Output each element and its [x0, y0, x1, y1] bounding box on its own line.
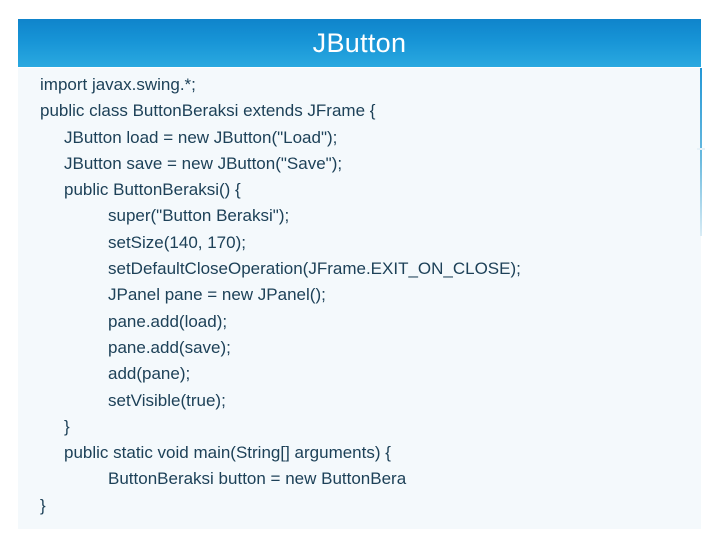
code-line: public class ButtonBeraksi extends JFram… [40, 101, 376, 121]
code-line: JButton save = new JButton("Save"); [64, 153, 343, 173]
code-line: JButton load = new JButton("Load"); [64, 127, 338, 147]
panel-right-edge-rule [700, 68, 702, 236]
panel-right-edge-handle [697, 148, 705, 150]
code-line: JPanel pane = new JPanel(); [108, 285, 326, 305]
code-line: add(pane); [108, 364, 191, 384]
code-line: } [64, 416, 70, 436]
page-title: JButton [312, 28, 407, 58]
code-line: super("Button Beraksi"); [108, 206, 290, 226]
code-line: public static void main(String[] argumen… [64, 443, 391, 463]
code-line: setVisible(true); [108, 390, 226, 410]
code-line: import javax.swing.*; [40, 75, 196, 94]
code-content-panel: import javax.swing.*; public class Button… [18, 68, 701, 529]
code-line: ButtonBeraksi button = new ButtonBera [108, 469, 407, 489]
code-line: pane.add(load); [108, 311, 228, 331]
code-line: } [40, 495, 46, 515]
code-line: setSize(140, 170); [108, 232, 246, 252]
slide-title-bar: JButton [18, 19, 701, 67]
code-block: import javax.swing.*; public class Button… [18, 72, 701, 519]
code-line: public ButtonBeraksi() { [64, 180, 241, 200]
code-line: setDefaultCloseOperation(JFrame.EXIT_ON_… [108, 259, 521, 279]
code-line: pane.add(save); [108, 337, 231, 357]
